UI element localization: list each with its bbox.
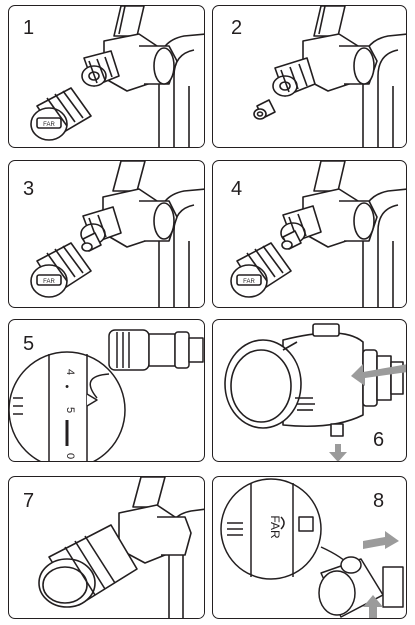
- step-panel-3: 3 FAR: [8, 160, 205, 308]
- valve-illustration: FAR: [230, 161, 406, 307]
- brand-label: FAR: [43, 122, 55, 128]
- step-number: 2: [231, 17, 243, 39]
- valve-illustration: FAR: [30, 6, 204, 147]
- step-panel-1: 1 FAR: [8, 5, 205, 148]
- scale-illustration: 4 • 5 0: [9, 329, 204, 461]
- step-number: 7: [23, 490, 35, 512]
- scale-mark: 5: [64, 407, 76, 413]
- brand-label: FAR: [43, 279, 55, 285]
- step-panel-7: 7: [8, 476, 205, 619]
- step-number: 1: [23, 17, 35, 39]
- brand-label: FAR: [268, 515, 282, 539]
- step-panel-4: 4 FAR: [212, 160, 407, 308]
- detail-illustration: FAR: [220, 478, 404, 618]
- valve-illustration: FAR: [30, 161, 204, 307]
- step-panel-6: 6: [212, 319, 407, 462]
- step-number: 5: [23, 333, 35, 355]
- step-number: 4: [231, 178, 243, 200]
- step-number: 3: [23, 178, 35, 200]
- arrow-icon: [363, 531, 399, 618]
- valve-illustration: [253, 6, 406, 147]
- scale-mark: 4: [64, 369, 76, 375]
- step-number: 8: [373, 490, 385, 512]
- arrow-icon: [329, 364, 406, 461]
- step-number: 6: [373, 429, 385, 451]
- knob-illustration: [224, 323, 406, 461]
- step-panel-2: 2: [212, 5, 407, 148]
- valve-illustration: [38, 477, 204, 618]
- scale-mark: •: [65, 381, 69, 393]
- step-panel-8: 8 FAR: [212, 476, 407, 619]
- brand-label: FAR: [243, 279, 255, 285]
- scale-mark: 0: [64, 453, 76, 459]
- step-panel-5: 5 4 • 5 0: [8, 319, 205, 462]
